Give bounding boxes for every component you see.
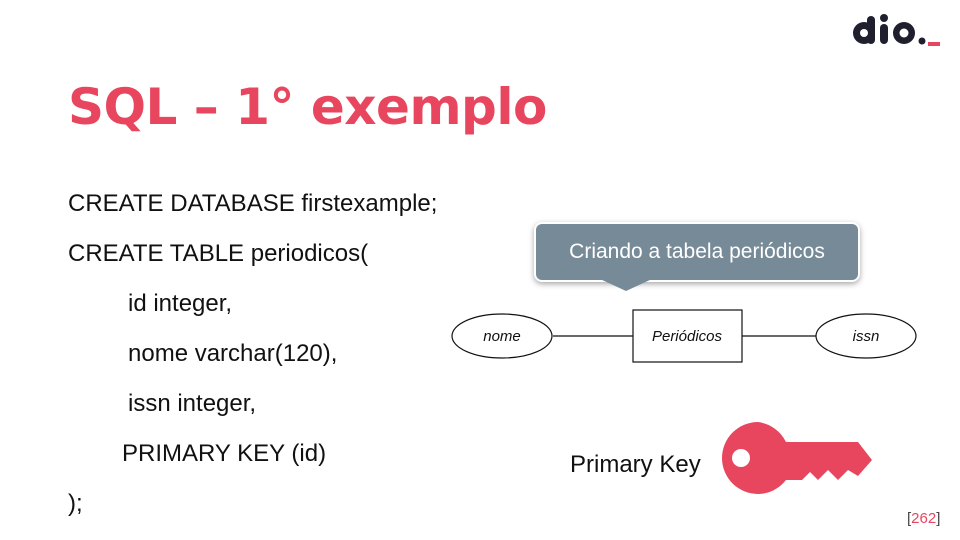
code-line: nome varchar(120),	[128, 340, 338, 367]
attribute-ellipse-nome	[451, 313, 553, 359]
entity-label: Periódicos	[652, 328, 723, 345]
attribute-label-nome: nome	[483, 328, 521, 345]
entity-rectangle	[632, 309, 743, 363]
code-line: );	[68, 490, 83, 517]
page-number: [262]	[907, 510, 941, 527]
code-line: CREATE TABLE periodicos(	[68, 240, 369, 267]
code-line: PRIMARY KEY (id)	[122, 440, 327, 467]
slide-title: SQL – 1° exemplo	[68, 78, 547, 136]
code-line: CREATE DATABASE firstexample;	[68, 190, 438, 217]
dio-logo	[853, 14, 940, 46]
key-icon	[722, 422, 872, 494]
attribute-ellipse-issn	[815, 313, 917, 359]
attribute-label-issn: issn	[853, 328, 880, 345]
primary-key-label: Primary Key	[570, 451, 701, 478]
callout-box: Criando a tabela periódicos	[536, 224, 858, 280]
code-line: issn integer,	[128, 390, 257, 417]
er-diagram: nome Periódicos issn	[451, 309, 917, 363]
callout-pointer	[600, 279, 652, 291]
code-line: id integer,	[128, 290, 233, 317]
